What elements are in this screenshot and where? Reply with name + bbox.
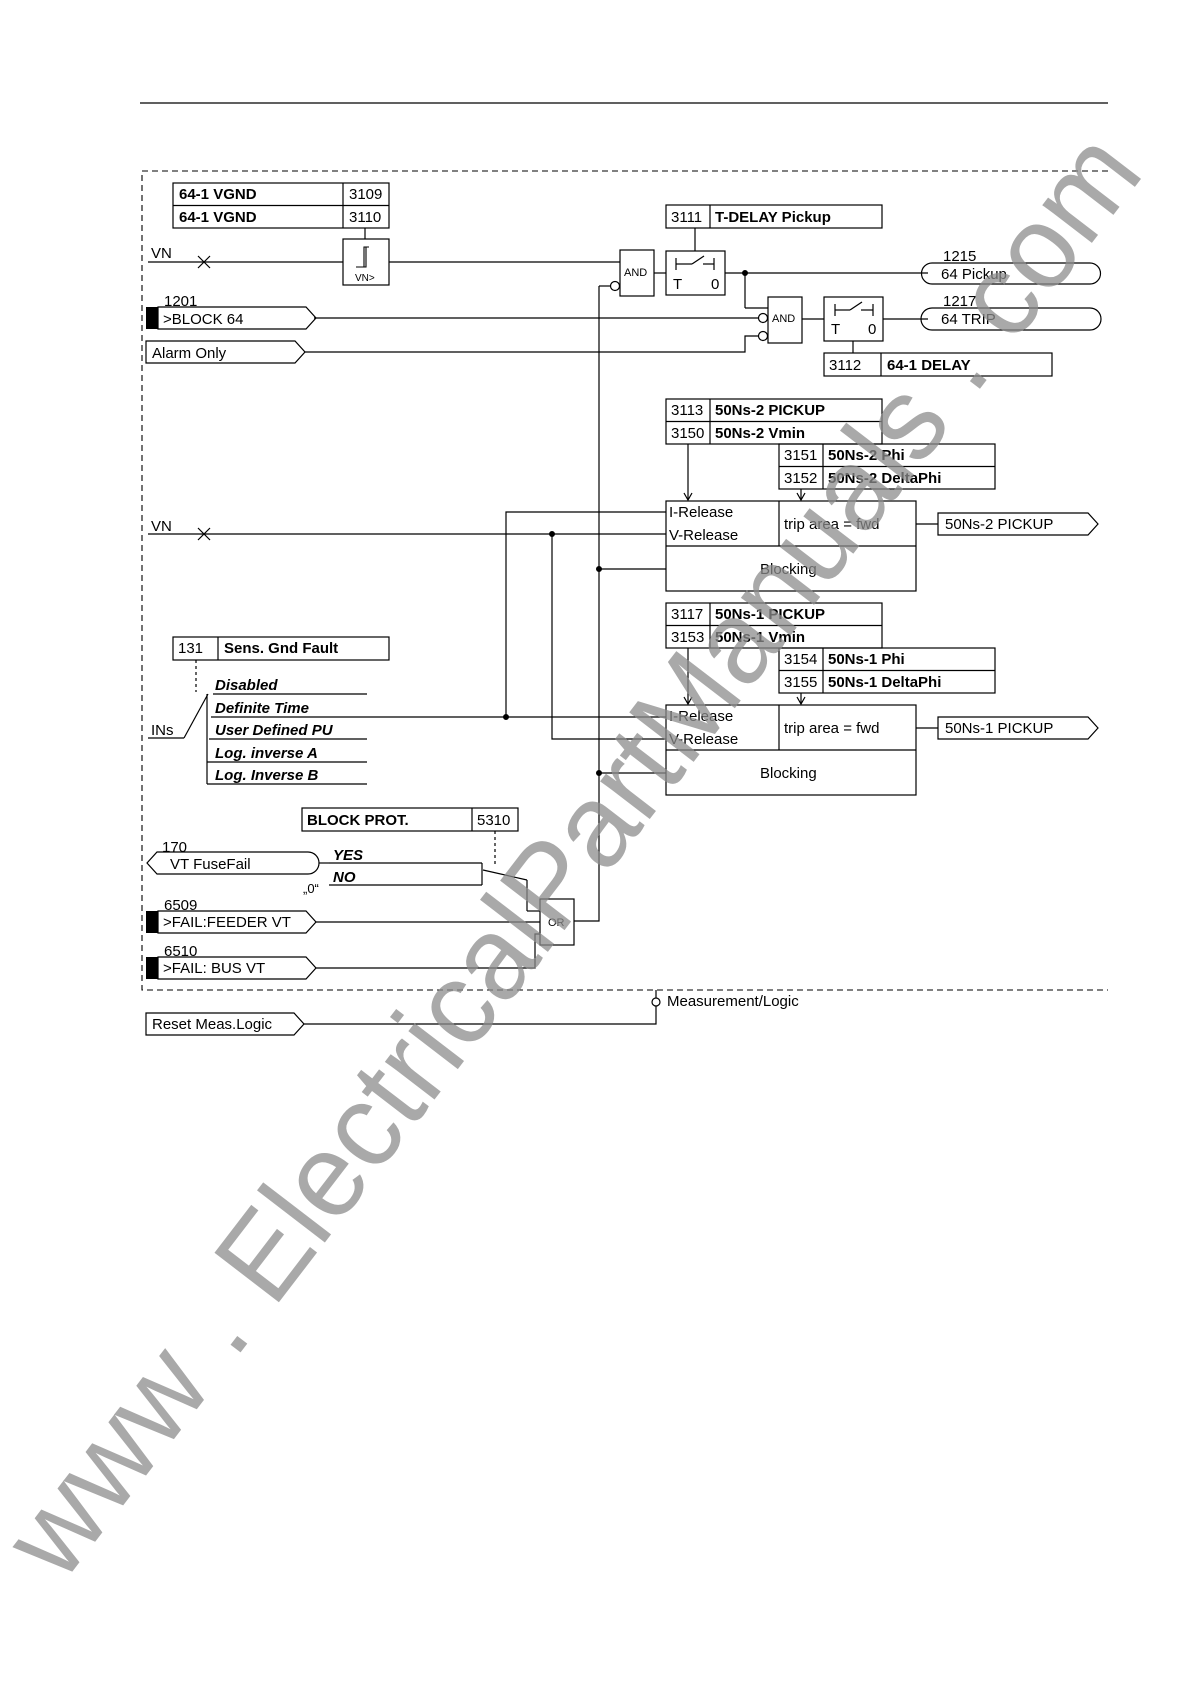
param-3110-addr: 3110 <box>349 209 381 226</box>
timer-2-t: T <box>831 321 840 338</box>
param-3110-name: 64-1 VGND <box>179 209 257 226</box>
param-3117-name: 50Ns-1 PICKUP <box>715 606 825 623</box>
param-3111-addr: 3111 <box>671 209 702 226</box>
param-131-addr: 131 <box>178 640 203 657</box>
param-3155-name: 50Ns-1 DeltaPhi <box>828 674 941 691</box>
param-131-name: Sens. Gnd Fault <box>224 640 338 657</box>
input-ins: INs <box>151 722 174 739</box>
param-3109-addr: 3109 <box>349 186 382 203</box>
curve-option-log-inverse-a: Log. inverse A <box>215 745 318 762</box>
measurement-logic-label: Measurement/Logic <box>667 993 799 1010</box>
curve-option-log-inverse-b: Log. Inverse B <box>215 767 319 784</box>
param-3153-addr: 3153 <box>671 629 704 646</box>
timer-1-t: T <box>673 276 682 293</box>
param-3151-name: 50Ns-2 Phi <box>828 447 905 464</box>
param-3111-name: T-DELAY Pickup <box>715 209 831 226</box>
timer-1-zero: 0 <box>711 276 719 293</box>
param-3112-name: 64-1 DELAY <box>887 357 971 374</box>
param-3113-name: 50Ns-2 PICKUP <box>715 402 825 419</box>
output-50ns1-pickup: 50Ns-1 PICKUP <box>945 720 1053 737</box>
and-gate-1-label: AND <box>624 267 647 279</box>
param-3155-addr: 3155 <box>784 674 817 691</box>
block-prot-no: NO <box>333 869 356 886</box>
input-vn-2: VN <box>151 518 172 535</box>
element-2-i-release: I-Release <box>669 504 733 521</box>
output-1217-num: 1217 <box>943 293 976 310</box>
param-3113-addr: 3113 <box>671 402 703 419</box>
element-2-trip-area: trip area = fwd <box>784 516 879 533</box>
input-6510-label: >FAIL: BUS VT <box>163 960 265 977</box>
output-1215-num: 1215 <box>943 248 976 265</box>
param-3151-addr: 3151 <box>784 447 817 464</box>
input-vn: VN <box>151 245 172 262</box>
element-1-trip-area: trip area = fwd <box>784 720 879 737</box>
param-3152-addr: 3152 <box>784 470 817 487</box>
input-reset-meas-logic: Reset Meas.Logic <box>152 1016 273 1033</box>
input-6510-num: 6510 <box>164 943 197 960</box>
param-3154-addr: 3154 <box>784 651 817 668</box>
and-gate-2-label: AND <box>772 313 795 325</box>
output-1215-label: 64 Pickup <box>941 266 1007 283</box>
param-3153-name: 50Ns-1 Vmin <box>715 629 805 646</box>
input-1201-label: >BLOCK 64 <box>163 311 243 328</box>
element-1-i-release: I-Release <box>669 708 733 725</box>
input-alarm-only: Alarm Only <box>152 345 227 362</box>
input-1201-num: 1201 <box>164 293 197 310</box>
curve-option-definite-time: Definite Time <box>215 700 309 717</box>
input-170-num: 170 <box>162 839 187 856</box>
input-170-label: VT FuseFail <box>170 856 251 873</box>
input-6509-label: >FAIL:FEEDER VT <box>163 914 291 931</box>
param-3112-addr: 3112 <box>829 357 861 374</box>
timer-2-zero: 0 <box>868 321 876 338</box>
output-1217-label: 64 TRIP <box>941 311 996 328</box>
param-3109-name: 64-1 VGND <box>179 186 257 203</box>
element-1-blocking: Blocking <box>760 765 817 782</box>
param-5310-addr: 5310 <box>477 812 510 829</box>
input-6509-num: 6509 <box>164 897 197 914</box>
param-5310-name: BLOCK PROT. <box>307 812 409 829</box>
threshold-label: VN> <box>355 273 375 284</box>
param-3154-name: 50Ns-1 Phi <box>828 651 905 668</box>
param-3152-name: 50Ns-2 DeltaPhi <box>828 470 941 487</box>
or-gate-label: OR <box>548 917 565 929</box>
param-3117-addr: 3117 <box>671 606 703 623</box>
curve-option-user-defined: User Defined PU <box>215 722 334 739</box>
element-2-v-release: V-Release <box>669 527 738 544</box>
output-50ns2-pickup: 50Ns-2 PICKUP <box>945 516 1053 533</box>
curve-option-disabled: Disabled <box>215 677 278 694</box>
element-1-v-release: V-Release <box>669 731 738 748</box>
param-3150-addr: 3150 <box>671 425 704 442</box>
block-prot-zero: „0“ <box>303 881 319 896</box>
param-3150-name: 50Ns-2 Vmin <box>715 425 805 442</box>
element-2-blocking: Blocking <box>760 561 817 578</box>
block-prot-yes: YES <box>333 847 363 864</box>
